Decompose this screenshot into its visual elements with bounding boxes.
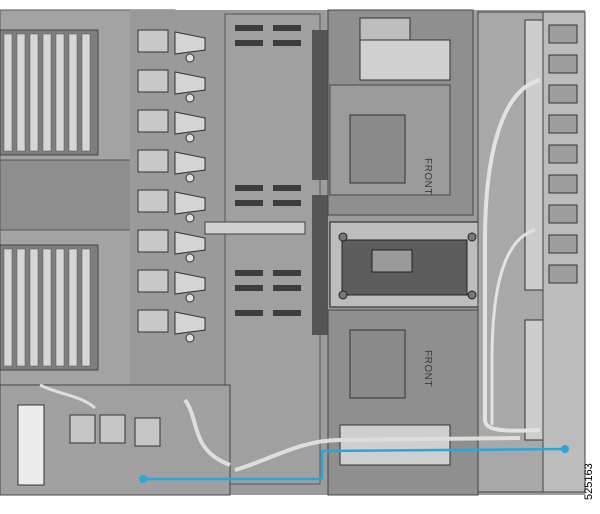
heatsink-fin — [55, 248, 65, 367]
drive-bay-upper-window — [349, 114, 406, 184]
screw — [338, 290, 348, 300]
io-block — [69, 414, 96, 444]
dimm-latch-right — [174, 311, 206, 335]
connector-pin-block — [273, 285, 301, 291]
rear-port — [548, 24, 578, 44]
highlighted-cable — [143, 447, 566, 481]
heatsink-fin — [42, 248, 52, 367]
dimm-clip — [185, 293, 195, 303]
front-label-upper: FRONT — [422, 158, 433, 195]
rear-port — [548, 174, 578, 194]
heatsink-upper — [0, 29, 99, 156]
connector-pin-block — [235, 185, 263, 191]
heatsink-fin — [16, 33, 26, 152]
connector-pin-block — [273, 270, 301, 276]
connector-pin-block — [235, 310, 263, 316]
connector-strip-left — [312, 30, 328, 180]
connector-pin-block — [273, 310, 301, 316]
drive-latch-lower — [339, 424, 451, 466]
heatsink-fin — [68, 248, 78, 367]
heatsink-fin — [42, 33, 52, 152]
dimm-latch-left — [137, 109, 169, 133]
heatsink-fin — [16, 248, 26, 367]
dimm-latch-right — [174, 151, 206, 175]
heatsink-fin — [29, 248, 39, 367]
dimm-clip — [185, 173, 195, 183]
cable-bottom — [234, 436, 521, 472]
rear-port — [548, 204, 578, 224]
drive-latch-upper — [359, 39, 451, 81]
heatsink-fin — [81, 248, 91, 367]
cable-bottom-2 — [183, 398, 231, 467]
heatsink-fin — [29, 33, 39, 152]
drive-latch-upper-top — [359, 17, 411, 41]
cable-right-loop — [483, 78, 541, 433]
screw — [338, 232, 348, 242]
dimm-clip — [185, 93, 195, 103]
screw — [467, 232, 477, 242]
rear-port — [548, 264, 578, 284]
rear-port — [548, 234, 578, 254]
dimm-latch-left — [137, 29, 169, 53]
dimm-clip — [185, 53, 195, 63]
heatsink-lower — [0, 244, 99, 371]
cable-right-loop-2 — [490, 228, 536, 425]
dimm-clip — [185, 133, 195, 143]
cable-bottom-3 — [39, 383, 96, 410]
heatsink-fin — [3, 33, 13, 152]
dimm-latch-left — [137, 309, 169, 333]
dimm-clip — [185, 253, 195, 263]
dimm-latch-right — [174, 111, 206, 135]
rear-port — [548, 144, 578, 164]
heatsink-fin — [55, 33, 65, 152]
connector-pin-block — [235, 285, 263, 291]
heatsink-fin — [68, 33, 78, 152]
dimm-latch-left — [137, 189, 169, 213]
dimm-latch-left — [137, 149, 169, 173]
connector-strip-left-lower — [312, 195, 328, 335]
connector-long — [204, 221, 306, 235]
dimm-latch-right — [174, 31, 206, 55]
connector-pin-block — [235, 40, 263, 46]
dimm-latch-left — [137, 229, 169, 253]
rear-port — [548, 114, 578, 134]
heatsink-fin — [81, 33, 91, 152]
heatsink-fin — [3, 248, 13, 367]
rear-ports — [548, 24, 578, 284]
rear-port — [548, 54, 578, 74]
front-label-lower: FRONT — [422, 350, 433, 387]
dimm-latch-right — [174, 271, 206, 295]
connector-pin-block — [273, 185, 301, 191]
figure-number: 525163 — [583, 463, 595, 500]
connector-pin-block — [273, 25, 301, 31]
dimm-clip — [185, 213, 195, 223]
connector-pin-block — [273, 40, 301, 46]
dimm-clip — [185, 333, 195, 343]
connector-pin-block — [235, 270, 263, 276]
io-block — [99, 414, 126, 444]
rear-port — [548, 84, 578, 104]
dimm-modules — [137, 29, 206, 343]
connector-pin-block — [235, 25, 263, 31]
dimm-latch-right — [174, 191, 206, 215]
middle-board — [224, 13, 321, 485]
highlighted-cable-end-left — [139, 475, 147, 483]
dimm-latch-right — [174, 231, 206, 255]
center-module-chip — [371, 249, 413, 273]
connector-pin-block — [235, 200, 263, 206]
board-connectors — [235, 25, 301, 316]
dimm-latch-left — [137, 69, 169, 93]
drive-bay-lower-window — [349, 329, 406, 399]
screw — [467, 290, 477, 300]
io-block — [134, 417, 161, 447]
dimm-latch-left — [137, 269, 169, 293]
connector-pin-block — [273, 200, 301, 206]
dimm-latch-right — [174, 71, 206, 95]
highlighted-cable-end-right — [561, 445, 569, 453]
io-card — [17, 404, 45, 486]
